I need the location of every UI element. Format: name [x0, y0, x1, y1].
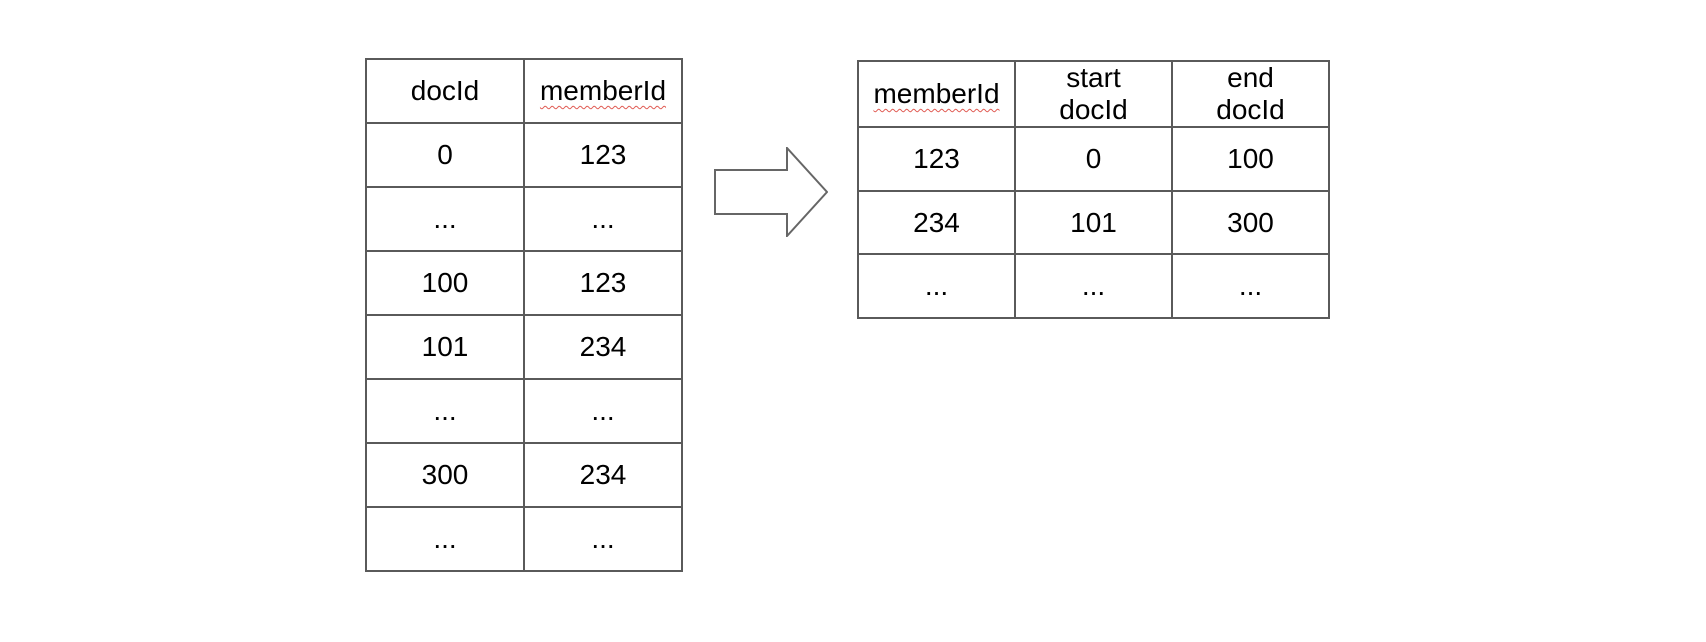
table-row: 234 101 300	[857, 189, 1330, 256]
memberid-range-table: memberId start docId end docId 123 0 100…	[857, 59, 1330, 319]
column-header-label: docId	[410, 74, 480, 106]
table-row: ... ...	[365, 186, 683, 252]
right-block-arrow-icon	[714, 145, 829, 239]
column-header-end-docid: end docId	[1171, 59, 1330, 129]
table-cell: 123	[523, 250, 683, 316]
table-row: ... ...	[365, 506, 683, 572]
table-cell: ...	[1014, 253, 1173, 319]
table-cell: 123	[523, 122, 683, 188]
column-header-label: memberId	[539, 74, 667, 106]
column-header-label: memberId	[873, 78, 1000, 110]
table-cell: 123	[857, 126, 1016, 192]
column-header-start-docid: start docId	[1014, 59, 1173, 129]
table-cell: 234	[523, 442, 683, 508]
table-cell: 300	[1171, 189, 1330, 256]
table-cell: ...	[1171, 253, 1330, 319]
column-header-memberid: memberId	[523, 58, 683, 124]
table-cell: 100	[1171, 126, 1330, 192]
table-cell: 101	[365, 314, 525, 380]
column-header-memberid: memberId	[857, 59, 1016, 129]
table-cell: ...	[523, 186, 683, 252]
table-cell: 234	[857, 189, 1016, 256]
table-row: ... ...	[365, 378, 683, 444]
column-header-docid: docId	[365, 58, 525, 124]
table-cell: 234	[523, 314, 683, 380]
table-cell: 300	[365, 442, 525, 508]
table-row: 101 234	[365, 314, 683, 380]
table-cell: 101	[1014, 189, 1173, 256]
docid-memberid-table: docId memberId 0 123 ... ... 100 123 101…	[365, 58, 683, 572]
table-cell: ...	[365, 506, 525, 572]
table-cell: ...	[523, 506, 683, 572]
table-row: ... ... ...	[857, 253, 1330, 319]
table-row: 300 234	[365, 442, 683, 508]
table-cell: ...	[365, 378, 525, 444]
table-cell: 100	[365, 250, 525, 316]
table-cell: ...	[365, 186, 525, 252]
table-cell: ...	[857, 253, 1016, 319]
column-header-label: end docId	[1216, 62, 1285, 126]
table-cell: ...	[523, 378, 683, 444]
table-header-row: memberId start docId end docId	[857, 59, 1330, 129]
table-header-row: docId memberId	[365, 58, 683, 124]
table-cell: 0	[1014, 126, 1173, 192]
table-cell: 0	[365, 122, 525, 188]
column-header-label: start docId	[1059, 62, 1128, 126]
table-row: 123 0 100	[857, 126, 1330, 192]
table-row: 0 123	[365, 122, 683, 188]
table-row: 100 123	[365, 250, 683, 316]
